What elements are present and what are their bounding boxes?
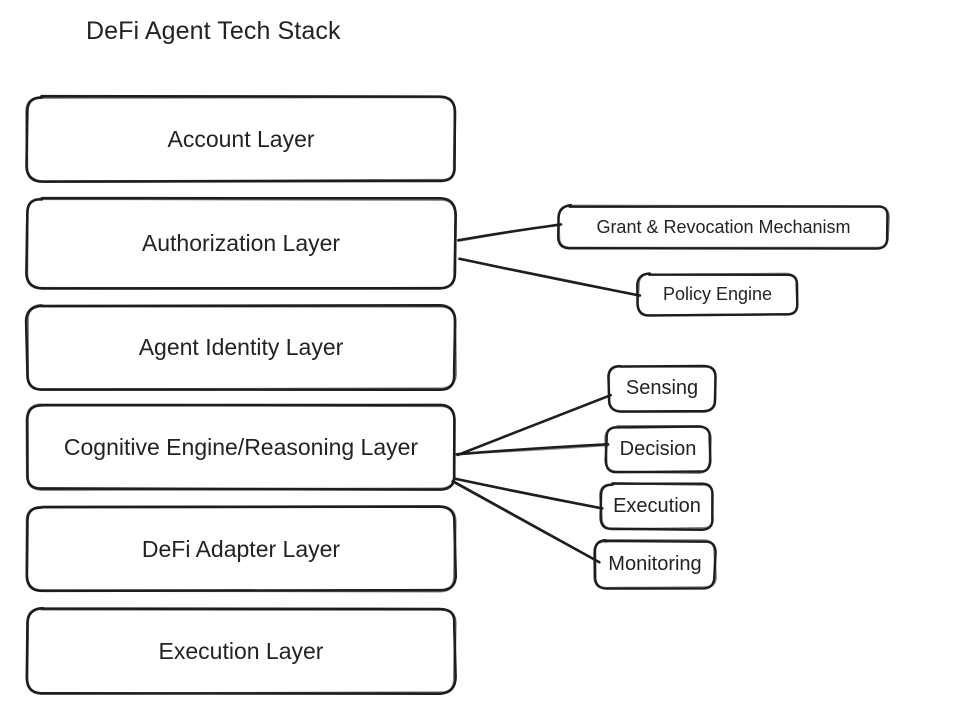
branch-box-policy-engine[interactable] — [636, 272, 799, 317]
stack-box-execution[interactable] — [25, 606, 457, 695]
branch-box-grant-revocation[interactable] — [556, 203, 890, 250]
stack-box-cognitive[interactable] — [25, 403, 456, 491]
connector-cognitive-to-sensing — [456, 393, 612, 457]
connector-cognitive-to-monitoring — [451, 479, 601, 564]
connectors-group — [451, 222, 642, 564]
connector-authorization-to-policy — [457, 257, 642, 297]
connector-authorization-to-grant — [456, 222, 563, 242]
connector-cognitive-to-decision — [455, 442, 610, 456]
branch-box-sensing[interactable] — [607, 364, 717, 414]
diagram-title: DeFi Agent Tech Stack — [86, 17, 341, 45]
branch-box-decision[interactable] — [604, 424, 712, 474]
stack-box-defi-adapter[interactable] — [25, 505, 458, 593]
stack-box-account[interactable] — [25, 94, 457, 184]
branch-box-monitoring[interactable] — [593, 538, 717, 590]
branch-box-execution[interactable] — [598, 482, 714, 531]
stack-box-agent-identity[interactable] — [24, 303, 457, 391]
connector-cognitive-to-execution — [452, 477, 604, 510]
stack-box-authorization[interactable] — [25, 196, 457, 290]
shapes-group — [24, 94, 890, 695]
